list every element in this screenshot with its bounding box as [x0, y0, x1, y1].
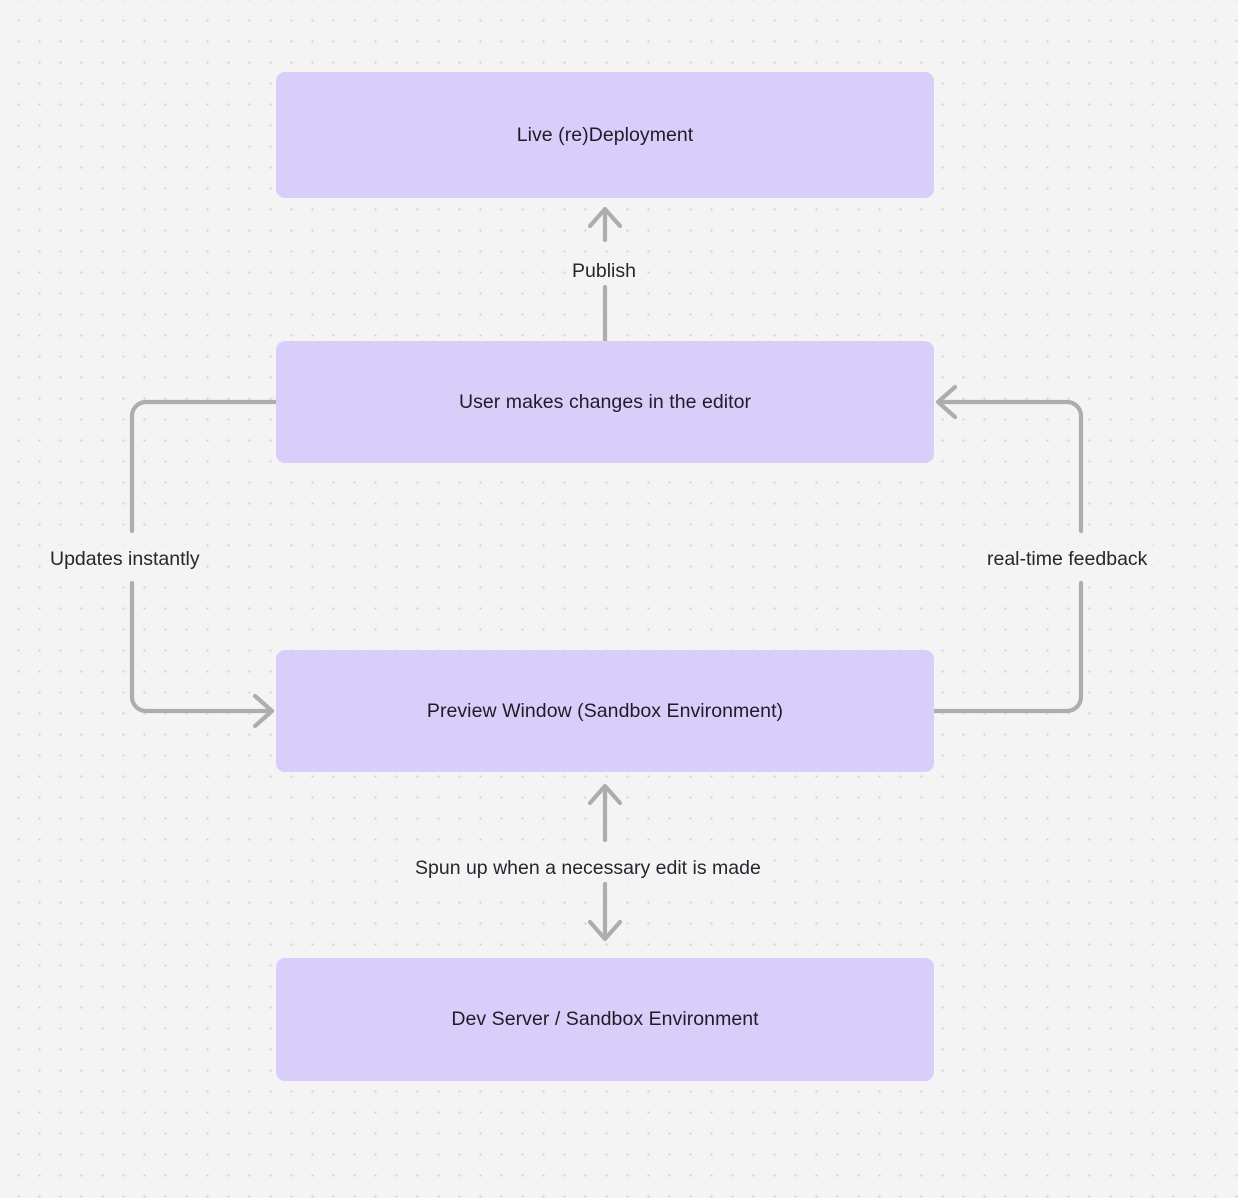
node-live-redeployment[interactable]: Live (re)Deployment [276, 72, 934, 198]
node-preview-window-sandbox-environment-label: Preview Window (Sandbox Environment) [426, 699, 784, 722]
node-user-makes-changes-in-the-editor-label: User makes changes in the editor [458, 390, 752, 413]
node-preview-window-sandbox-environment[interactable]: Preview Window (Sandbox Environment) [276, 650, 934, 772]
node-dev-server-sandbox-environment-label: Dev Server / Sandbox Environment [451, 1008, 759, 1030]
edge-label-updates-instantly: Updates instantly [44, 545, 206, 574]
node-live-redeployment-label: Live (re)Deployment [516, 123, 694, 146]
node-dev-server-sandbox-environment[interactable]: Dev Server / Sandbox Environment [276, 958, 934, 1081]
edge-label-publish: Publish [566, 257, 642, 286]
edge-label-real-time-feedback: real-time feedback [981, 545, 1154, 574]
node-user-makes-changes-in-the-editor[interactable]: User makes changes in the editor [276, 341, 934, 463]
edge-label-spun-up-when-a-necessary-edit-is-made: Spun up when a necessary edit is made [409, 854, 767, 883]
